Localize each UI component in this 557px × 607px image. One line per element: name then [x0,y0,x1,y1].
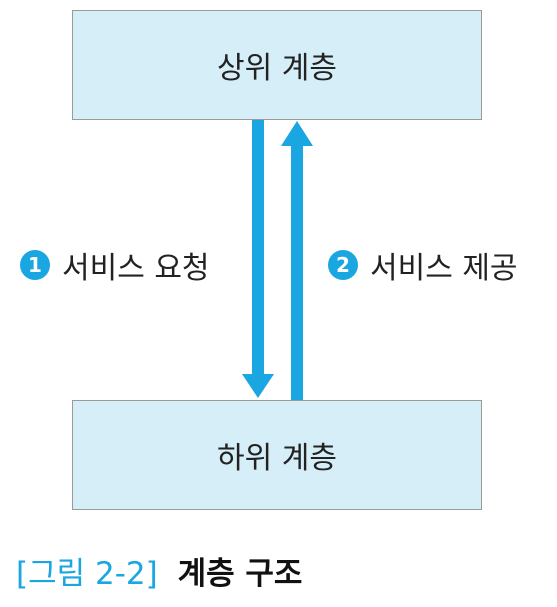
lower-layer-label: 하위 계층 [217,441,337,476]
lower-layer-box: 하위 계층 [72,400,482,510]
figure-title: 계층 구조 [177,556,303,592]
step-2-badge: 2 [328,250,358,280]
figure-number: [그림 2-2] [16,556,158,592]
upper-layer-box: 상위 계층 [72,10,482,120]
figure-caption: [그림 2-2] 계층 구조 [16,548,302,593]
request-arrow [242,120,274,398]
request-text: 서비스 요청 [62,251,210,286]
upper-layer-label: 상위 계층 [217,51,337,86]
provide-label: 2 서비스 제공 [328,243,518,287]
step-1-badge: 1 [20,250,50,280]
request-label: 1 서비스 요청 [20,243,210,287]
provide-text: 서비스 제공 [370,251,518,286]
provide-arrow [281,121,313,400]
